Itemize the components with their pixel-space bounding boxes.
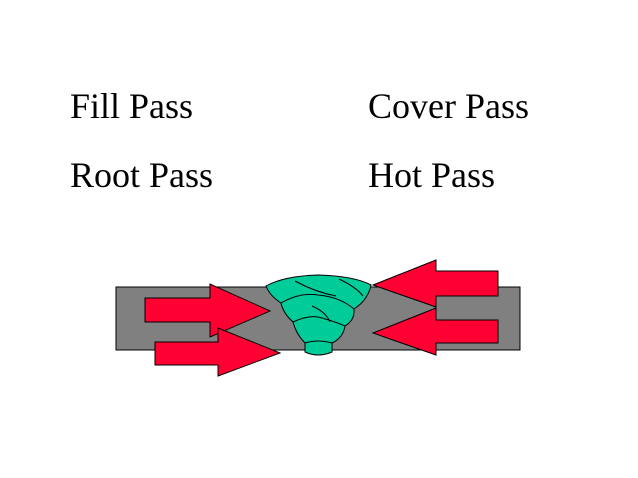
root-pass-label: Root Pass: [70, 155, 214, 195]
right-lower-arrow: [371, 307, 499, 356]
left-upper-arrow: [144, 283, 272, 338]
right-upper-arrow: [371, 259, 499, 308]
weld-pass-line: [304, 340, 333, 344]
fill-pass-label: Fill Pass: [70, 86, 194, 126]
weld-bead: [265, 274, 372, 356]
hot-pass-label: Hot Pass: [368, 155, 496, 195]
weld-pass-line: [311, 305, 331, 323]
left-lower-arrow: [154, 327, 282, 377]
weld-pass-line: [280, 293, 355, 310]
weld-pass-line: [294, 280, 337, 297]
weld-outline: [265, 274, 372, 356]
weld-pass-line: [338, 278, 364, 297]
cover-pass-label: Cover Pass: [368, 86, 529, 126]
weld-pass-line: [292, 316, 346, 327]
